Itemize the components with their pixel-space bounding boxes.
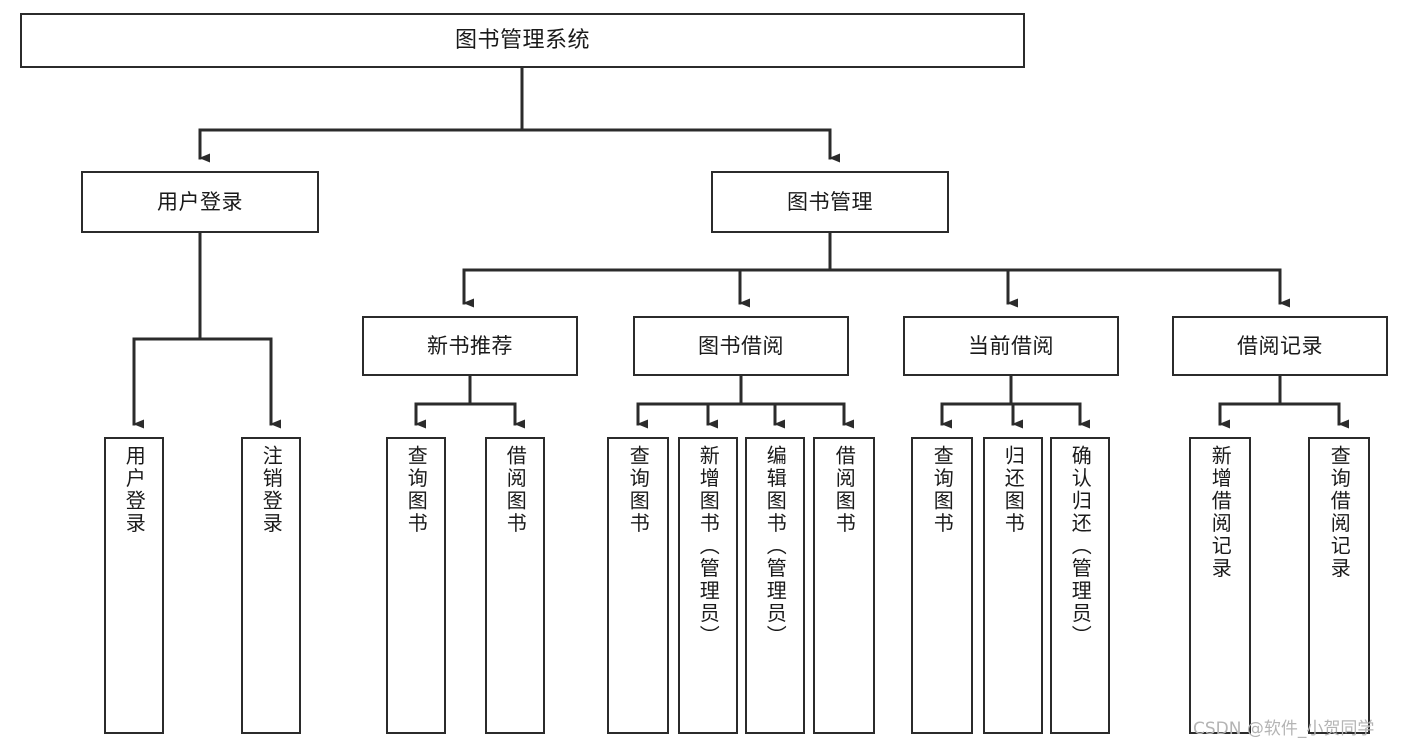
node-leaf-borrow-book[interactable]: 借阅图书 xyxy=(813,437,875,734)
node-leaf-user-login[interactable]: 用户登录 xyxy=(104,437,164,734)
node-label: 图书管理 xyxy=(787,189,873,214)
node-label: 图书借阅 xyxy=(698,333,784,358)
node-current-borrow[interactable]: 当前借阅 xyxy=(903,316,1119,376)
node-label: 注销登录 xyxy=(259,445,284,535)
node-book-management[interactable]: 图书管理 xyxy=(711,171,949,233)
node-label: 归还图书 xyxy=(1001,445,1026,535)
node-leaf-edit-book-admin[interactable]: 编辑图书（管理员） xyxy=(745,437,805,734)
node-label: 确认归还（管理员） xyxy=(1068,445,1093,648)
node-leaf-add-book-admin[interactable]: 新增图书（管理员） xyxy=(678,437,738,734)
node-root-system[interactable]: 图书管理系统 xyxy=(20,13,1025,68)
node-label: 查询图书 xyxy=(404,445,429,535)
node-leaf-confirm-return-admin[interactable]: 确认归还（管理员） xyxy=(1050,437,1110,734)
node-label: 编辑图书（管理员） xyxy=(763,445,788,648)
node-label: 新书推荐 xyxy=(427,333,513,358)
node-leaf-add-borrow-record[interactable]: 新增借阅记录 xyxy=(1189,437,1251,734)
node-book-borrow[interactable]: 图书借阅 xyxy=(633,316,849,376)
node-label: 借阅图书 xyxy=(832,445,857,535)
node-label: 图书管理系统 xyxy=(454,27,590,53)
node-leaf-user-logout[interactable]: 注销登录 xyxy=(241,437,301,734)
node-leaf-query-book-current[interactable]: 查询图书 xyxy=(911,437,973,734)
node-label: 用户登录 xyxy=(122,445,147,535)
node-leaf-borrow-book-recommend[interactable]: 借阅图书 xyxy=(485,437,545,734)
node-leaf-query-book-recommend[interactable]: 查询图书 xyxy=(386,437,446,734)
node-label: 借阅图书 xyxy=(503,445,528,535)
node-label: 当前借阅 xyxy=(968,333,1054,358)
node-label: 借阅记录 xyxy=(1237,333,1323,358)
node-label: 新增借阅记录 xyxy=(1208,445,1233,580)
node-borrow-records[interactable]: 借阅记录 xyxy=(1172,316,1388,376)
node-label: 查询借阅记录 xyxy=(1327,445,1352,580)
node-leaf-return-book[interactable]: 归还图书 xyxy=(983,437,1043,734)
node-label: 新增图书（管理员） xyxy=(696,445,721,648)
node-leaf-query-borrow-record[interactable]: 查询借阅记录 xyxy=(1308,437,1370,734)
node-label: 查询图书 xyxy=(626,445,651,535)
csdn-watermark: CSDN @软件_小贺同学 xyxy=(1193,719,1375,739)
node-label: 查询图书 xyxy=(930,445,955,535)
node-leaf-query-book-borrow[interactable]: 查询图书 xyxy=(607,437,669,734)
node-label: 用户登录 xyxy=(157,189,243,214)
node-new-book-recommend[interactable]: 新书推荐 xyxy=(362,316,578,376)
node-user-login[interactable]: 用户登录 xyxy=(81,171,319,233)
